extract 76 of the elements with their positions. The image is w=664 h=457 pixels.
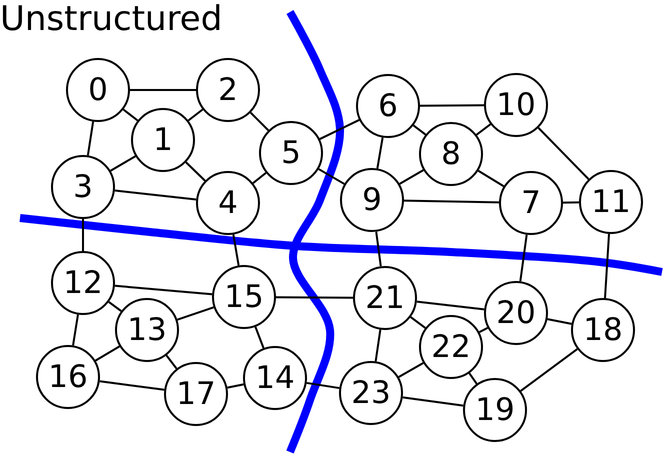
connector-line (166, 354, 178, 370)
connector-line (374, 330, 382, 362)
node-number: 13 (127, 314, 167, 346)
node-number: 14 (255, 362, 295, 394)
node-number: 10 (496, 90, 536, 120)
connector-line (538, 127, 590, 180)
node-circle (259, 121, 323, 185)
node-number: 1 (153, 124, 173, 156)
node-number: 23 (351, 378, 391, 408)
connector-line (420, 104, 484, 107)
node-number: 18 (583, 314, 623, 346)
connector-line (72, 314, 79, 346)
node-circle (484, 73, 548, 137)
connector-line (114, 284, 212, 296)
connector-line (468, 372, 478, 384)
connector-line (478, 326, 488, 334)
connector-line (399, 169, 424, 185)
connector-line (375, 232, 382, 266)
connector-line (519, 234, 528, 282)
node-number: 0 (88, 74, 108, 106)
connector-line (185, 162, 206, 182)
node-number: 19 (475, 394, 515, 426)
node-number: 2 (218, 74, 238, 106)
diagram-title: Unstructured (0, 2, 222, 36)
node-number: 4 (218, 188, 238, 218)
connector-line (318, 168, 345, 185)
connector-line (252, 172, 267, 184)
connector-line (232, 234, 240, 266)
node-number: 9 (362, 184, 382, 216)
connector-line (412, 124, 426, 136)
connector-line (562, 201, 580, 204)
connector-line (398, 362, 424, 378)
connector-line (416, 300, 484, 310)
connector-line (520, 348, 578, 392)
connector-line (604, 234, 610, 298)
connector-line (410, 316, 426, 329)
node-circle (196, 58, 260, 122)
connector-line (130, 89, 196, 91)
node-number: 15 (224, 282, 264, 312)
node-number: 5 (281, 138, 301, 168)
node-number: 3 (73, 172, 93, 202)
node-number: 6 (378, 90, 398, 122)
connector-line (100, 380, 164, 391)
connector-line (114, 190, 196, 200)
connector-line (188, 108, 204, 122)
node-circle (196, 171, 260, 235)
node-circle (131, 108, 195, 172)
connector-line (254, 326, 264, 348)
node-number: 20 (496, 298, 536, 328)
connector-line (250, 112, 270, 132)
connector-line (306, 382, 340, 390)
connector-line (478, 170, 504, 188)
connector-line (122, 108, 138, 122)
node-number: 21 (365, 282, 405, 314)
node-number: 16 (48, 362, 88, 392)
connector-line (476, 123, 492, 136)
connector-line (547, 318, 572, 325)
connector-line (404, 200, 500, 204)
node-number: 8 (441, 138, 461, 170)
node-number: 11 (591, 186, 631, 218)
node-circle (419, 315, 483, 379)
connector-line (86, 121, 94, 156)
connector-line (319, 119, 360, 140)
connector-line (110, 155, 136, 172)
connector-line (227, 383, 244, 389)
connector-line (402, 396, 464, 407)
connector-line (82, 219, 84, 251)
connector-line (176, 306, 214, 321)
node-number: 12 (63, 268, 103, 298)
node-number: 17 (176, 378, 216, 410)
connector-line (95, 346, 120, 362)
node-number: 22 (431, 332, 471, 362)
connector-line (108, 301, 122, 312)
connector-line (376, 137, 384, 169)
connector-line (276, 296, 353, 299)
node-number: 7 (521, 188, 541, 218)
